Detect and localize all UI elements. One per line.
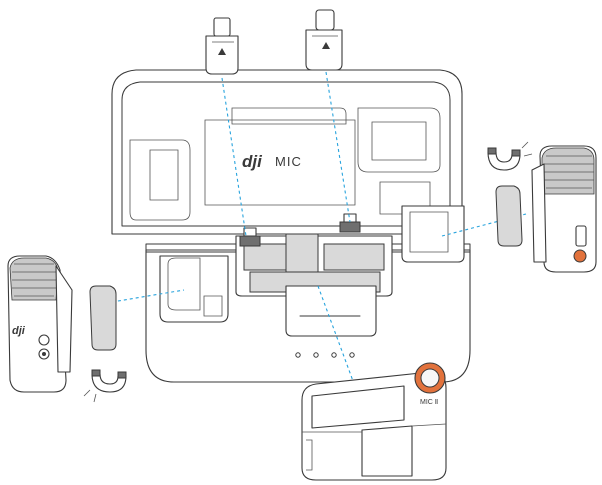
case-right-well	[401, 205, 465, 263]
case-lid-inner	[121, 81, 451, 227]
case-lid	[111, 69, 463, 235]
right-transmitter	[531, 145, 597, 273]
right-windscreen-magnet-plate	[495, 185, 523, 247]
receiver-unit: MIC Ⅱ	[301, 362, 447, 481]
transmitter-badge-text: MIC Ⅱ	[420, 399, 438, 406]
magnet-icon	[83, 369, 127, 403]
case-logo-text: MIC	[275, 154, 302, 169]
case-logo-brand: dji	[242, 152, 263, 171]
left-windscreen-magnet-plate	[89, 285, 117, 351]
lightning-connector-slot	[239, 227, 261, 247]
case-battery-leds	[295, 352, 355, 358]
case-left-well	[159, 255, 229, 323]
assembly-guide-lines	[111, 71, 527, 401]
magnet-icon	[487, 141, 533, 171]
right-transmitter-accent-button	[573, 249, 587, 263]
case-front-window	[285, 285, 377, 337]
charging-case: dji MIC	[111, 69, 471, 383]
lightning-connector-icon	[205, 17, 239, 75]
svg-text:dji: dji	[12, 325, 26, 337]
left-transmitter: dji	[7, 255, 73, 393]
usb-c-connector-icon	[305, 9, 343, 71]
